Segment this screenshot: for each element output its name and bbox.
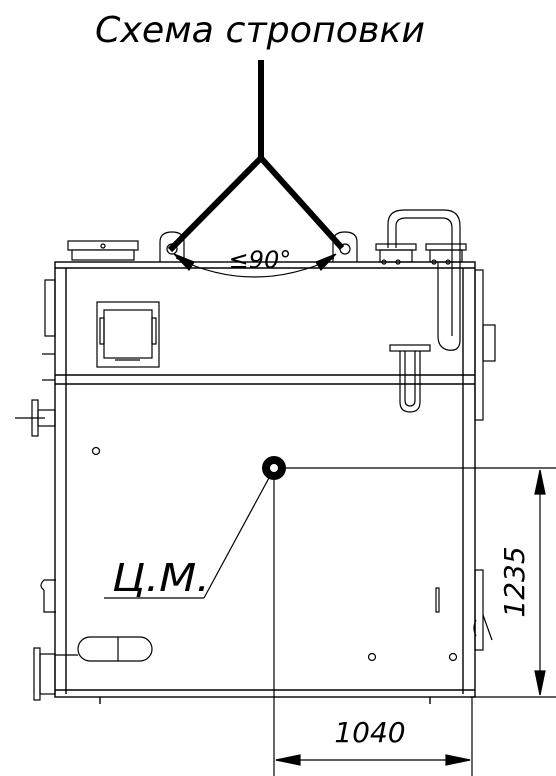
internal-pipe [389, 344, 431, 413]
width-dimension [273, 480, 473, 776]
left-nozzles [15, 279, 56, 701]
center-mass-leader [104, 475, 271, 599]
center-mass-label: Ц.М. [112, 556, 210, 600]
lifting-lugs [159, 231, 358, 262]
width-dimension-label: 1040 [334, 716, 405, 749]
center-of-mass-marker [262, 456, 286, 480]
small-fittings [91, 446, 458, 662]
height-dimension [286, 467, 556, 698]
angle-label: ≤90° [229, 246, 292, 274]
top-pipe [375, 209, 467, 351]
height-dimension-label: 1235 [498, 546, 531, 617]
top-cover [67, 240, 139, 261]
lower-tank [55, 636, 153, 662]
inspection-hatch [96, 301, 160, 368]
right-nozzles [473, 269, 496, 651]
sling-ropes [167, 60, 345, 253]
diagram-title: Схема строповки [95, 10, 425, 51]
